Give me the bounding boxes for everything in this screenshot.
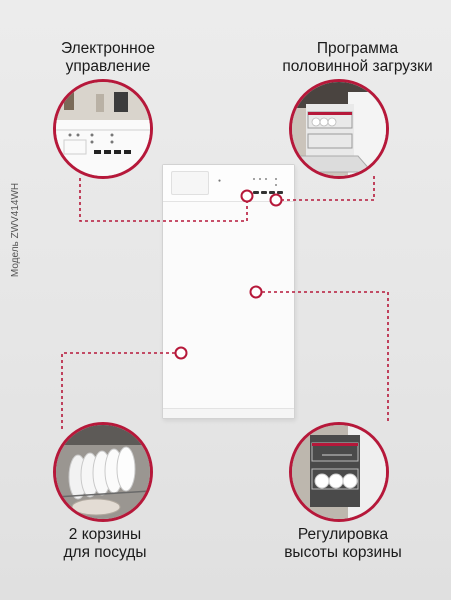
dishwasher-control-panel: ●	[163, 165, 294, 202]
callout-dot-basket-height	[249, 285, 263, 299]
feature-title-line: высоты корзины	[284, 544, 402, 561]
control-button[interactable]	[261, 191, 267, 194]
control-button[interactable]	[277, 191, 283, 194]
callout-dot-electronic-control	[240, 189, 254, 203]
door-handle	[171, 171, 209, 195]
control-panel-closeup-icon	[53, 79, 153, 179]
feature-title-line: Программа	[316, 40, 399, 57]
feature-title-half-load: Программа половинной загрузки	[265, 40, 450, 76]
feature-title-two-baskets: 2 корзины для посуды	[25, 526, 185, 562]
indicator-led	[275, 184, 277, 186]
callout-dot-half-load	[269, 193, 283, 207]
indicator-led	[259, 178, 261, 180]
control-button[interactable]	[269, 191, 275, 194]
control-button[interactable]	[253, 191, 259, 194]
indicator-led	[265, 178, 267, 180]
callout-line-basket-height	[256, 291, 389, 424]
dishwasher-kickplate	[163, 408, 294, 418]
basket-height-adjust-icon	[289, 422, 389, 522]
brand-logo: ●	[218, 178, 222, 184]
feature-title-line: для посуды	[63, 544, 147, 561]
feature-title-line: Регулировка	[297, 526, 389, 543]
indicator-led	[253, 178, 255, 180]
callout-line-half-load	[276, 176, 375, 201]
feature-title-basket-height: Регулировка высоты корзины	[258, 526, 428, 562]
feature-title-line: 2 корзины	[68, 526, 142, 543]
feature-title-line: Электронное	[61, 40, 155, 57]
indicator-led	[275, 178, 277, 180]
feature-title-line: управление	[65, 58, 151, 75]
feature-title-electronic-control: Электронное управление	[28, 40, 188, 76]
callout-line-electronic-control	[79, 178, 248, 222]
half-load-dishwasher-icon	[289, 79, 389, 179]
dishwasher-front: ●	[162, 164, 295, 419]
dish-baskets-icon	[53, 422, 153, 522]
feature-title-line: половинной загрузки	[282, 58, 433, 75]
callout-dot-two-baskets	[174, 346, 188, 360]
callout-line-two-baskets	[61, 352, 181, 432]
